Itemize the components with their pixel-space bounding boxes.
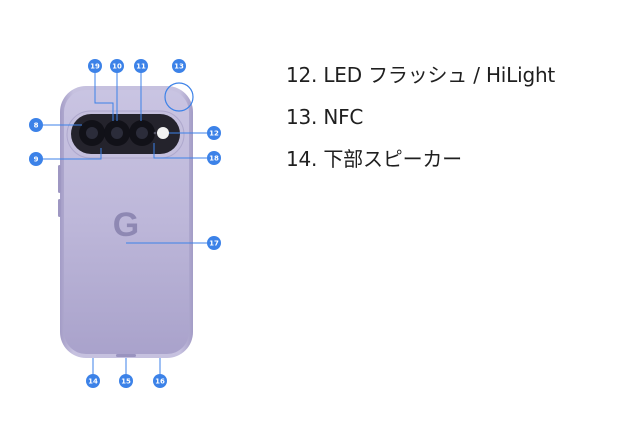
svg-text:11: 11 (136, 63, 146, 71)
camera-lens-main (104, 120, 130, 146)
callout-11: 11 (134, 59, 148, 73)
microphone-hole (153, 131, 157, 135)
legend-item-nfc: 13. NFC (286, 105, 364, 129)
legend-list: 12. LED フラッシュ / HiLight 13. NFC 14. 下部スピ… (286, 60, 555, 186)
legend-item-led-flash: 12. LED フラッシュ / HiLight (286, 63, 556, 87)
svg-text:9: 9 (34, 156, 39, 164)
callout-16: 16 (153, 374, 167, 388)
callout-19: 19 (88, 59, 102, 73)
led-flash (157, 127, 169, 139)
svg-text:16: 16 (155, 378, 165, 386)
svg-text:19: 19 (90, 63, 100, 71)
callout-18: 18 (207, 151, 221, 165)
callout-14: 14 (86, 374, 100, 388)
svg-text:18: 18 (209, 155, 219, 163)
svg-text:8: 8 (34, 122, 39, 130)
callout-15: 15 (119, 374, 133, 388)
svg-text:14: 14 (88, 378, 98, 386)
nfc-area-outline (164, 82, 194, 112)
callout-17: 17 (207, 236, 221, 250)
svg-text:17: 17 (209, 240, 219, 248)
callout-8: 8 (29, 118, 43, 132)
svg-text:10: 10 (112, 63, 122, 71)
legend-item-bottom-speaker: 14. 下部スピーカー (286, 147, 462, 171)
usb-port (116, 354, 136, 357)
camera-lens-wide (79, 120, 105, 146)
svg-text:13: 13 (174, 63, 184, 71)
callout-leaders (36, 71, 214, 380)
camera-lens-telephoto (129, 120, 155, 146)
callout-10: 10 (110, 59, 124, 73)
svg-text:12: 12 (209, 130, 219, 138)
google-logo: G (113, 206, 139, 244)
callout-12: 12 (207, 126, 221, 140)
callout-9: 9 (29, 152, 43, 166)
callout-13: 13 (172, 59, 186, 73)
svg-text:15: 15 (121, 378, 131, 386)
